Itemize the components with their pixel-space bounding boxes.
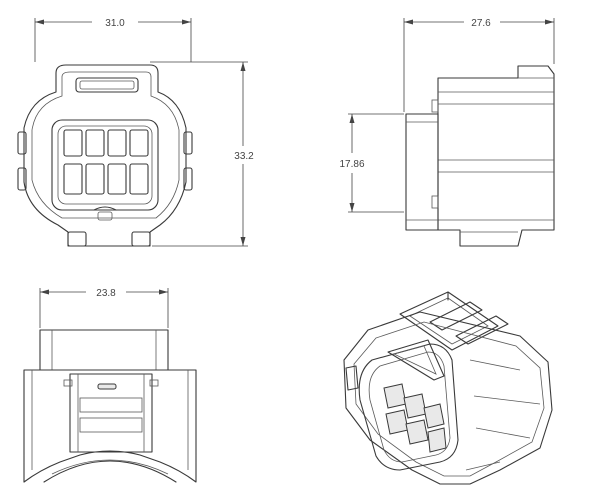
side-width-label: 27.6 xyxy=(471,18,491,29)
bottom-view xyxy=(23,329,197,483)
front-view xyxy=(17,64,193,247)
front-height-dimension: 33.2 xyxy=(150,61,254,247)
bottom-width-dimension: 23.8 xyxy=(39,288,169,328)
front-width-dimension: 31.0 xyxy=(34,18,192,62)
side-view xyxy=(405,65,555,247)
side-height-dimension: 17.86 xyxy=(339,113,404,213)
side-width-dimension: 27.6 xyxy=(403,18,555,112)
front-width-label: 31.0 xyxy=(105,18,125,29)
side-height-label: 17.86 xyxy=(339,159,364,170)
bottom-width-label: 23.8 xyxy=(96,288,116,299)
front-height-label: 33.2 xyxy=(234,151,254,162)
isometric-view xyxy=(343,291,553,485)
